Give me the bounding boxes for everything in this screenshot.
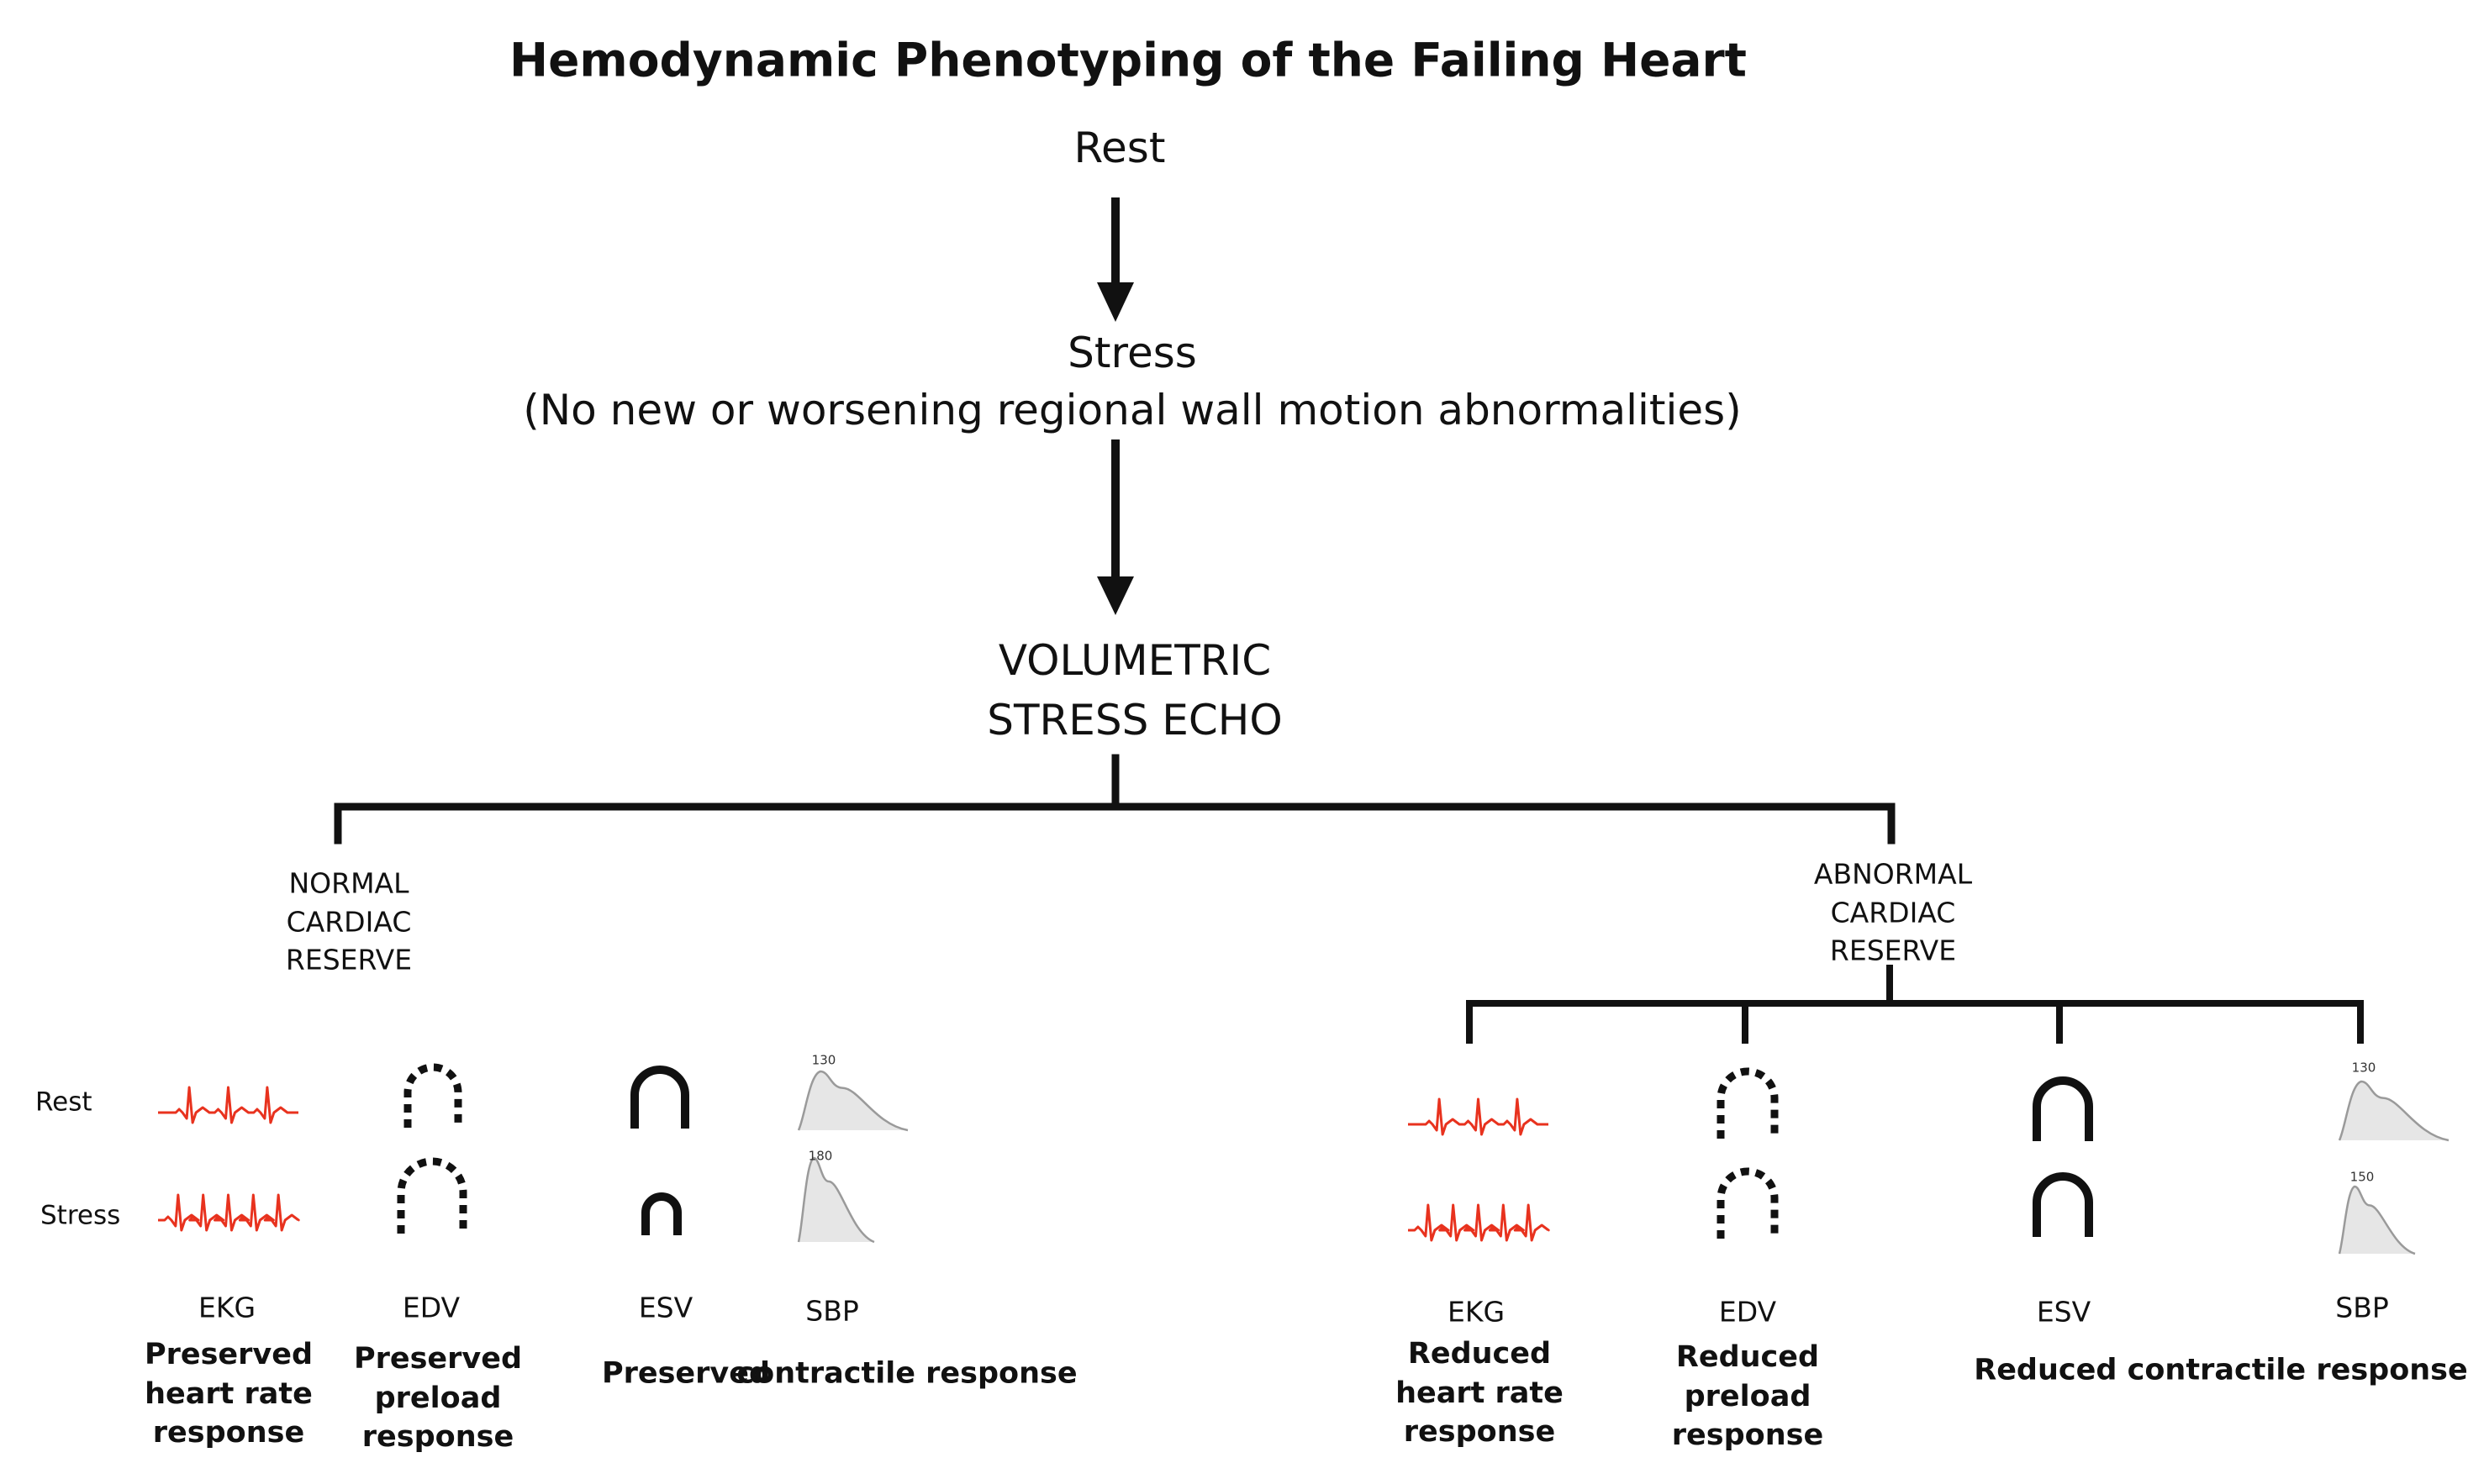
edv-normal-stress-icon bbox=[397, 1157, 467, 1234]
metric-normal-sbp: SBP bbox=[805, 1294, 859, 1328]
response-normal-preload: Preserved preload response bbox=[354, 1339, 522, 1457]
response-abnormal-heart-rate: Reduced heart rate response bbox=[1395, 1334, 1564, 1452]
ekg-abnormal-stress-trace bbox=[1408, 1203, 1550, 1242]
response-line: response bbox=[1403, 1415, 1556, 1450]
metric-normal-edv: EDV bbox=[402, 1291, 461, 1324]
ekg-abnormal-rest-trace bbox=[1408, 1097, 1548, 1136]
edv-arches bbox=[397, 1063, 1779, 1239]
esv-abnormal-rest-icon bbox=[2033, 1076, 2093, 1141]
category-normal-line: CARDIAC bbox=[286, 905, 412, 939]
sbp-abnormal-rest-value: 130 bbox=[2351, 1060, 2376, 1076]
response-normal-contractile-a: Preserved bbox=[601, 1356, 771, 1391]
metric-abnormal-esv: ESV bbox=[2036, 1295, 2091, 1329]
sbp-abnormal-stress-waveform bbox=[2338, 1185, 2416, 1255]
response-normal-contractile-b: contractile response bbox=[736, 1356, 1078, 1391]
sbp-abnormal-rest-waveform bbox=[2338, 1080, 2450, 1142]
diagram-title: Hemodynamic Phenotyping of the Failing H… bbox=[509, 33, 1747, 87]
row-label-stress: Stress bbox=[40, 1200, 121, 1231]
category-normal-reserve: NORMAL CARDIAC RESERVE bbox=[286, 865, 412, 980]
flow-arrow-rest-to-stress bbox=[1097, 197, 1134, 322]
flow-stress: Stress bbox=[1068, 329, 1197, 377]
category-normal-line: NORMAL bbox=[288, 866, 409, 900]
response-line: heart rate bbox=[145, 1376, 313, 1411]
sbp-normal-stress-waveform bbox=[797, 1156, 875, 1244]
sbp-abnormal-rest-waveform-fill bbox=[2339, 1081, 2449, 1140]
category-abnormal-line: RESERVE bbox=[1829, 934, 1957, 967]
flow-test-line1: VOLUMETRIC bbox=[998, 636, 1272, 685]
metric-normal-ekg: EKG bbox=[198, 1291, 256, 1324]
esv-abnormal-stress-icon bbox=[2033, 1172, 2093, 1237]
metric-normal-esv: ESV bbox=[638, 1291, 693, 1324]
response-line: preload bbox=[374, 1381, 502, 1415]
esv-normal-stress-icon bbox=[641, 1192, 682, 1235]
flow-arrow-stress-to-echo bbox=[1097, 439, 1134, 615]
sbp-abnormal-stress-value: 150 bbox=[2349, 1169, 2375, 1185]
response-normal-heart-rate: Preserved heart rate response bbox=[145, 1335, 313, 1453]
response-line: preload bbox=[1684, 1379, 1811, 1413]
branch-tree-abnormal bbox=[1466, 965, 2364, 1044]
response-line: Preserved bbox=[144, 1338, 314, 1372]
sbp-normal-stress-waveform-fill bbox=[799, 1158, 874, 1242]
response-line: response bbox=[1671, 1418, 1824, 1453]
edv-abnormal-rest-icon bbox=[1717, 1067, 1779, 1139]
sbp-normal-stress-value: 180 bbox=[808, 1148, 833, 1164]
edv-normal-rest-icon bbox=[403, 1063, 462, 1128]
response-line: Preserved bbox=[353, 1342, 523, 1376]
ekg-normal-stress-trace bbox=[158, 1193, 300, 1232]
flow-stress-note: (No new or worsening regional wall motio… bbox=[523, 386, 1742, 434]
response-line: heart rate bbox=[1395, 1376, 1564, 1410]
response-line: response bbox=[152, 1416, 305, 1450]
esv-normal-rest-icon bbox=[630, 1066, 689, 1129]
category-abnormal-line: CARDIAC bbox=[1830, 896, 1956, 929]
response-abnormal-contractile: Reduced contractile response bbox=[1974, 1353, 2468, 1387]
metric-abnormal-ekg: EKG bbox=[1447, 1295, 1506, 1329]
response-line: response bbox=[361, 1420, 514, 1455]
sbp-normal-rest-waveform-fill bbox=[799, 1071, 908, 1130]
branch-tree-main bbox=[334, 754, 1896, 845]
category-normal-line: RESERVE bbox=[285, 943, 413, 976]
metric-abnormal-edv: EDV bbox=[1718, 1295, 1777, 1329]
ekg-normal-rest-trace bbox=[158, 1086, 298, 1124]
sbp-normal-rest-value: 130 bbox=[811, 1052, 836, 1068]
esv-arches bbox=[630, 1066, 2093, 1237]
flow-test-line2: STRESS ECHO bbox=[987, 696, 1283, 745]
category-abnormal-line: ABNORMAL bbox=[1813, 857, 1973, 891]
flow-rest: Rest bbox=[1073, 124, 1166, 172]
sbp-normal-rest-waveform bbox=[797, 1070, 909, 1132]
edv-abnormal-stress-icon bbox=[1717, 1167, 1779, 1239]
response-abnormal-preload: Reduced preload response bbox=[1672, 1338, 1823, 1455]
category-abnormal-reserve: ABNORMAL CARDIAC RESERVE bbox=[1814, 855, 1972, 971]
sbp-waveforms bbox=[797, 1070, 2450, 1255]
sbp-abnormal-stress-waveform-fill bbox=[2339, 1187, 2415, 1254]
ekg-traces bbox=[158, 1086, 1550, 1242]
response-line: Reduced bbox=[1407, 1337, 1552, 1371]
row-label-rest: Rest bbox=[35, 1087, 92, 1118]
response-line: Reduced bbox=[1675, 1340, 1820, 1375]
metric-abnormal-sbp: SBP bbox=[2335, 1291, 2389, 1324]
